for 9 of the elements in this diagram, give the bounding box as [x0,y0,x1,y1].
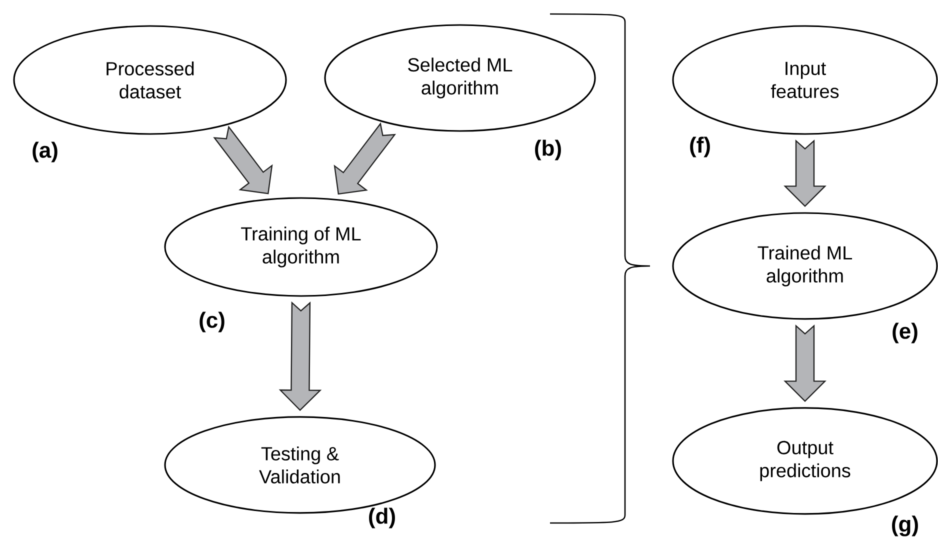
part-label: (a) [32,142,58,162]
block-arrow [784,324,826,402]
block-arrow [278,301,322,412]
part-label: (b) [535,140,561,160]
part-label: (e) [892,322,918,344]
block-arrow [784,139,826,208]
part-label: (f) [690,136,710,158]
part-label: (c) [200,312,224,332]
part-label: (g) [892,516,918,536]
